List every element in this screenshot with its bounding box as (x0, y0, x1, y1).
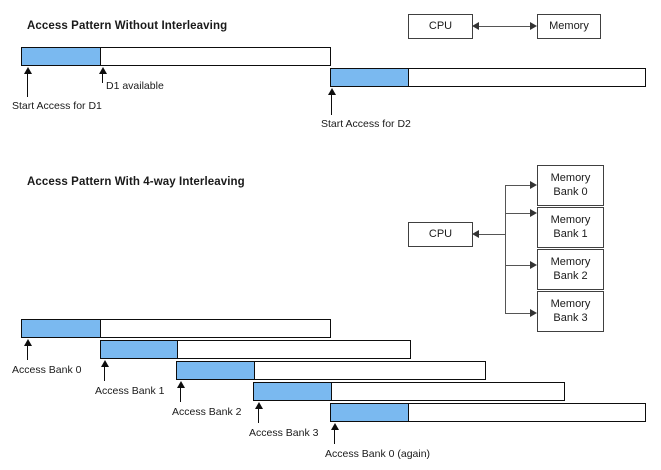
memory-box: Memory (537, 14, 601, 39)
arrow-shaft (27, 72, 29, 97)
memory-bank-3-label-line2: Bank 3 (553, 311, 588, 324)
bank1-access-bar (100, 340, 411, 359)
bank2-branch-line (505, 265, 533, 267)
arrow-left-icon (472, 230, 479, 238)
start-access-d1-label: Start Access for D1 (12, 100, 102, 112)
cpu-bus-connector-line (477, 234, 506, 236)
arrow-right-icon (530, 309, 537, 317)
arrow-shaft (102, 72, 104, 83)
arrow-up-icon (176, 381, 185, 388)
start-access-d2-label: Start Access for D2 (321, 118, 411, 130)
memory-bank-2-label-line2: Bank 2 (553, 269, 588, 282)
arrow-up-icon (23, 67, 32, 74)
access-bank-1-arrow-icon (100, 360, 109, 381)
access-bank-2-arrow-icon (176, 381, 185, 402)
cpu-box-interleaved: CPU (408, 222, 473, 247)
memory-bank-0-label-line2: Bank 0 (553, 185, 588, 198)
bank0-access-bar (21, 319, 331, 338)
arrow-shaft (27, 344, 29, 360)
bar-busy-segment (331, 69, 409, 86)
memory-bank-2-label-line1: Memory (550, 256, 591, 269)
arrow-right-icon (530, 22, 537, 30)
bank0-again-access-bar (330, 403, 646, 422)
memory-bank-1-label-line2: Bank 1 (553, 227, 588, 240)
bar-busy-segment (254, 383, 332, 400)
access-bank-0-again-label: Access Bank 0 (again) (325, 448, 431, 460)
arrow-left-icon (472, 22, 479, 30)
arrow-shaft (334, 428, 336, 444)
d2-access-bar (330, 68, 646, 87)
start-access-d2-arrow-icon (327, 88, 336, 115)
arrow-shaft (258, 407, 260, 423)
cpu-memory-connector-line (477, 26, 534, 28)
arrow-right-icon (530, 261, 537, 269)
access-bank-0-label: Access Bank 0 (12, 364, 82, 376)
bank2-access-bar (176, 361, 486, 380)
arrow-up-icon (100, 360, 109, 367)
memory-bank-0-label-line1: Memory (550, 172, 591, 185)
bank3-access-bar (253, 382, 565, 401)
bank1-branch-line (505, 213, 533, 215)
d1-available-arrow-icon (98, 67, 107, 83)
arrow-up-icon (327, 88, 336, 95)
bar-busy-segment (22, 48, 101, 65)
access-bank-0-again-arrow-icon (330, 423, 339, 444)
bank3-branch-line (505, 313, 533, 315)
cpu-box-label: CPU (428, 19, 453, 32)
memory-bank-1-label-line1: Memory (550, 214, 591, 227)
arrow-right-icon (530, 209, 537, 217)
access-bank-3-label: Access Bank 3 (249, 427, 319, 439)
access-bank-2-label: Access Bank 2 (172, 406, 242, 418)
arrow-up-icon (23, 339, 32, 346)
memory-bus-vertical-line (505, 185, 507, 313)
bar-busy-segment (331, 404, 409, 421)
bank0-branch-line (505, 185, 533, 187)
bar-busy-segment (177, 362, 255, 379)
section-title-with-interleaving: Access Pattern With 4-way Interleaving (27, 176, 245, 188)
memory-bank-3-label-line1: Memory (550, 298, 591, 311)
arrow-up-icon (330, 423, 339, 430)
d1-available-label: D1 available (106, 80, 164, 92)
arrow-up-icon (98, 67, 107, 74)
memory-box-label: Memory (549, 19, 589, 32)
cpu-box-simple: CPU (408, 14, 473, 39)
access-bank-3-arrow-icon (254, 402, 263, 423)
arrow-shaft (180, 386, 182, 402)
d1-access-bar (21, 47, 331, 66)
arrow-shaft (104, 365, 106, 381)
bar-busy-segment (101, 341, 178, 358)
bar-busy-segment (22, 320, 101, 337)
cpu-box-interleaved-label: CPU (428, 227, 453, 240)
access-bank-1-label: Access Bank 1 (95, 385, 165, 397)
arrow-right-icon (530, 181, 537, 189)
section-title-without-interleaving: Access Pattern Without Interleaving (27, 20, 228, 32)
start-access-d1-arrow-icon (23, 67, 32, 97)
arrow-shaft (331, 93, 333, 115)
access-bank-0-arrow-icon (23, 339, 32, 360)
arrow-up-icon (254, 402, 263, 409)
